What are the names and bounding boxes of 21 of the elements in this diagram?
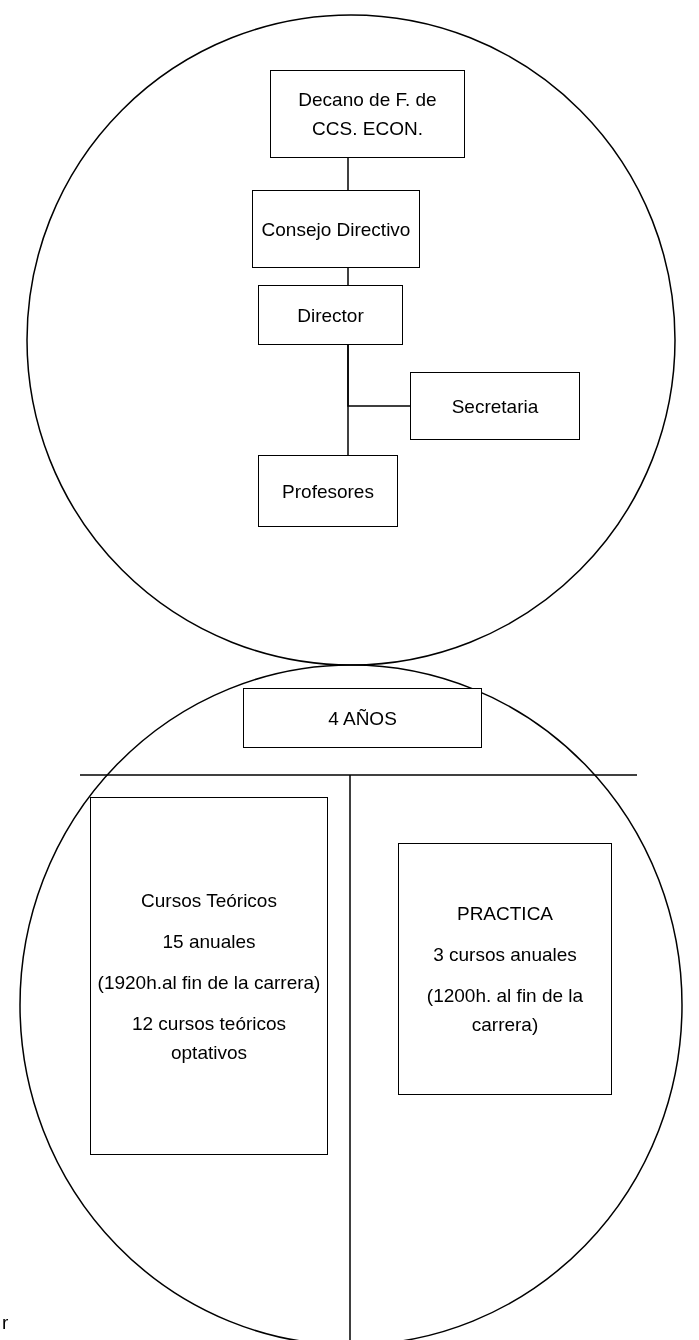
org-box: Secretaria	[410, 372, 580, 440]
org-box: Profesores	[258, 455, 398, 527]
connector-line	[347, 267, 349, 286]
box-text: Cursos Teóricos	[141, 888, 277, 913]
connector-line	[347, 157, 349, 191]
box-text: (1200h. al fin de la carrera)	[425, 984, 585, 1037]
org-box	[398, 843, 612, 1095]
box-text: 15 anuales	[162, 929, 256, 954]
org-box	[90, 797, 328, 1155]
circle-outline	[20, 665, 682, 1340]
org-box: Decano de F. de CCS. ECON.	[270, 70, 465, 158]
box-text: 3 cursos anuales	[433, 943, 577, 967]
connector-line	[347, 344, 411, 407]
box-text: PRACTICA	[456, 902, 554, 926]
circle-outline	[27, 15, 675, 665]
org-box: 4 AÑOS	[243, 688, 482, 748]
box-text: (1920h.al fin de la carrera)	[97, 970, 321, 995]
box-text: 12 cursos teóricos optativos	[130, 1011, 288, 1065]
stray-letter: r	[2, 1312, 9, 1334]
org-box: Director	[258, 285, 403, 345]
org-box: Consejo Directivo	[252, 190, 420, 268]
